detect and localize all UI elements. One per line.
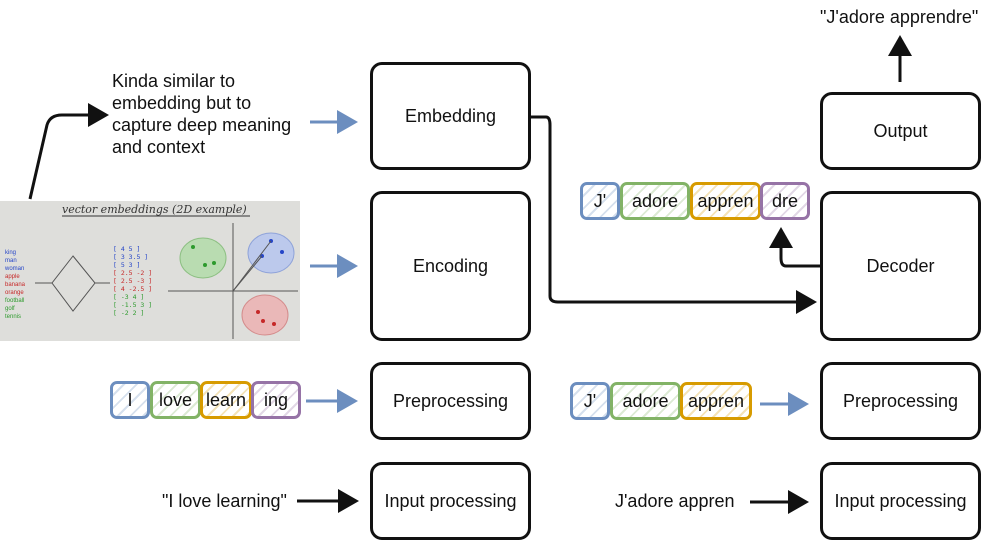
left-token: love bbox=[150, 381, 201, 419]
arrow-embedding-to-decoder bbox=[531, 115, 817, 314]
output-token: appren bbox=[690, 182, 761, 220]
left-input-processing-label: Input processing bbox=[384, 490, 517, 511]
embedding-box: Embedding bbox=[370, 62, 531, 170]
vector-embeddings-thumbnail: vector embeddings (2D example) king man … bbox=[0, 201, 300, 341]
output-token: adore bbox=[620, 182, 690, 220]
right-preprocessing-box: Preprocessing bbox=[820, 362, 981, 440]
right-input-processing-label: Input processing bbox=[834, 490, 967, 511]
arrow-decoder-to-output-tokens bbox=[769, 227, 820, 268]
left-token: ing bbox=[251, 381, 301, 419]
output-text: "J'adore apprendre" bbox=[820, 7, 979, 27]
thumbnail-word-list: king man woman apple banana orange footb… bbox=[5, 250, 26, 320]
embedding-note: Kinda similar to embedding but to captur… bbox=[112, 71, 292, 157]
encoding-box: Encoding bbox=[370, 191, 531, 341]
output-token: J' bbox=[580, 182, 620, 220]
thumbnail-vector-list: [ 4 5 ] [ 3 3.5 ] [ 5 3 ] [ 2.5 -2 ] [ 2… bbox=[113, 245, 153, 317]
right-input-token: J' bbox=[570, 382, 610, 420]
right-input-processing-box: Input processing bbox=[820, 462, 981, 540]
left-token: I bbox=[110, 381, 150, 419]
decoder-label: Decoder bbox=[866, 255, 935, 276]
left-input-processing-box: Input processing bbox=[370, 462, 531, 540]
left-preprocessing-box: Preprocessing bbox=[370, 362, 531, 440]
embedding-label: Embedding bbox=[404, 105, 497, 126]
output-token: dre bbox=[760, 182, 810, 220]
encoding-label: Encoding bbox=[412, 255, 489, 276]
right-preprocessing-label: Preprocessing bbox=[842, 390, 959, 411]
left-preprocessing-label: Preprocessing bbox=[392, 390, 509, 411]
left-token: learn bbox=[200, 381, 252, 419]
right-input-token: adore bbox=[610, 382, 681, 420]
thumbnail-title: vector embeddings (2D example) bbox=[62, 203, 247, 216]
decoder-box: Decoder bbox=[820, 191, 981, 341]
output-label: Output bbox=[873, 120, 928, 141]
left-input-text: "I love learning" bbox=[162, 491, 287, 511]
output-box: Output bbox=[820, 92, 981, 170]
thumbnail-drawing bbox=[35, 215, 298, 339]
arrow-thumbnail-to-note bbox=[28, 103, 109, 200]
right-input-token: appren bbox=[680, 382, 752, 420]
right-input-text: J'adore appren bbox=[615, 491, 735, 511]
